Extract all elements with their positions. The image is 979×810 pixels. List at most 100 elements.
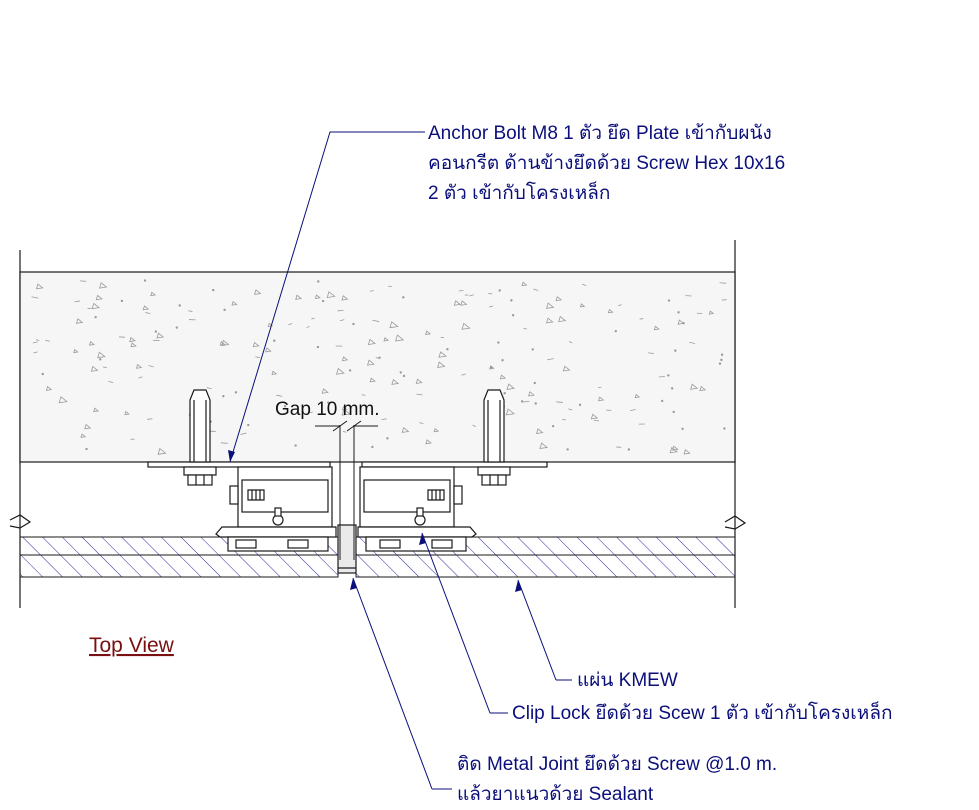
stipple-mark: [252, 341, 260, 348]
stipple-mark: [294, 444, 297, 447]
gap-label: Gap 10 mm.: [275, 399, 380, 420]
stipple-mark: [401, 426, 410, 433]
stipple-mark: [309, 411, 313, 414]
stipple-mark: [306, 326, 310, 328]
stipple-mark: [696, 312, 703, 315]
stipple-mark: [460, 300, 468, 306]
kmew-panel: [19, 536, 736, 578]
gap-dimension: [315, 420, 378, 560]
stipple-mark: [273, 339, 276, 342]
stipple-mark: [342, 430, 347, 433]
stipple-mark: [660, 399, 664, 403]
stipple-mark: [720, 358, 723, 362]
stipple-mark: [458, 290, 464, 292]
stipple-mark: [438, 351, 447, 358]
stipple-mark: [75, 318, 84, 324]
stipple-mark: [45, 339, 50, 342]
stipple-mark: [35, 283, 44, 290]
stipple-mark: [562, 365, 571, 372]
stipple-mark: [154, 330, 158, 333]
stipple-mark: [672, 445, 679, 451]
stipple-mark: [520, 400, 524, 403]
stipple-mark: [416, 393, 423, 396]
metal-joint-label-line2: แล้วยาแนวด้วย Sealant: [457, 784, 654, 805]
stipple-mark: [489, 365, 495, 370]
stipple-mark: [677, 319, 685, 325]
stipple-mark: [33, 351, 38, 354]
stipple-mark: [437, 361, 446, 368]
stipple-mark: [391, 378, 400, 385]
stipple-mark: [148, 365, 154, 368]
leader-arrowheads: [228, 450, 522, 592]
stipple-mark: [326, 401, 330, 404]
stipple-mark: [94, 315, 97, 319]
anchor-bolt-left: [183, 389, 217, 486]
stipple-mark: [314, 294, 321, 299]
stipple-mark: [627, 448, 631, 451]
stipple-mark: [212, 288, 215, 292]
stipple-mark: [498, 289, 501, 292]
stipple-mark: [247, 423, 250, 427]
metal-joint: [337, 524, 357, 574]
stipple-mark: [718, 362, 722, 365]
anchor-bolt-right: [477, 389, 511, 486]
stipple-mark: [143, 279, 147, 282]
stipple-mark: [378, 356, 381, 359]
stipple-mark: [335, 367, 345, 375]
stipple-mark: [521, 281, 528, 287]
stipple-mark: [503, 392, 506, 395]
concrete-wall: [19, 240, 736, 608]
stipple-mark: [682, 322, 685, 325]
anchor-bolt-label-line1: Anchor Bolt M8 1 ตัว ยึด Plate เข้ากับผน…: [428, 123, 772, 144]
stipple-mark: [120, 299, 124, 303]
stipple-mark: [547, 358, 554, 361]
stipple-mark: [568, 341, 573, 344]
stipple-mark: [531, 348, 534, 351]
stipple-mark: [723, 427, 726, 430]
stipple-mark: [219, 341, 226, 346]
stipple-mark: [545, 302, 555, 309]
steel-bracket-right: [359, 466, 463, 528]
stipple-mark: [634, 393, 641, 399]
stipple-mark: [316, 345, 320, 349]
stipple-mark: [348, 369, 352, 372]
stipple-mark: [267, 322, 274, 328]
stipple-mark: [326, 291, 336, 299]
stipple-mark: [240, 432, 247, 435]
stipple-mark: [74, 300, 81, 303]
leader-lines: [229, 131, 572, 790]
stipple-mark: [556, 401, 563, 403]
stipple-mark: [545, 317, 554, 324]
stipple-mark: [90, 365, 99, 372]
stipple-mark: [539, 442, 549, 450]
stipple-mark: [142, 305, 150, 311]
stipple-mark: [653, 325, 660, 331]
stipple-mark: [367, 359, 375, 366]
stipple-mark: [579, 303, 586, 308]
stipple-mark: [156, 332, 165, 339]
stipple-mark: [535, 428, 544, 435]
stipple-mark: [99, 358, 102, 361]
stipple-mark: [669, 446, 678, 454]
stipple-mark: [102, 366, 107, 369]
stipple-mark: [91, 302, 100, 310]
stipple-mark: [511, 314, 515, 317]
stipple-mark: [369, 290, 374, 292]
stipple-mark: [528, 391, 535, 397]
stipple-mark: [446, 347, 449, 351]
stipple-mark: [630, 408, 636, 412]
stipple-mark: [97, 351, 106, 359]
stipple-mark: [375, 357, 380, 359]
stipple-mark: [341, 356, 349, 362]
steel-bracket-left: [229, 466, 333, 528]
stipple-mark: [386, 437, 389, 440]
stipple-mark: [699, 385, 707, 392]
stipple-mark: [555, 296, 563, 302]
stipple-mark: [667, 299, 671, 302]
stipple-mark: [93, 407, 100, 413]
stipple-mark: [505, 408, 515, 416]
clip-lock-left: [215, 526, 337, 552]
stipple-mark: [453, 300, 462, 306]
stipple-mark: [341, 295, 349, 301]
